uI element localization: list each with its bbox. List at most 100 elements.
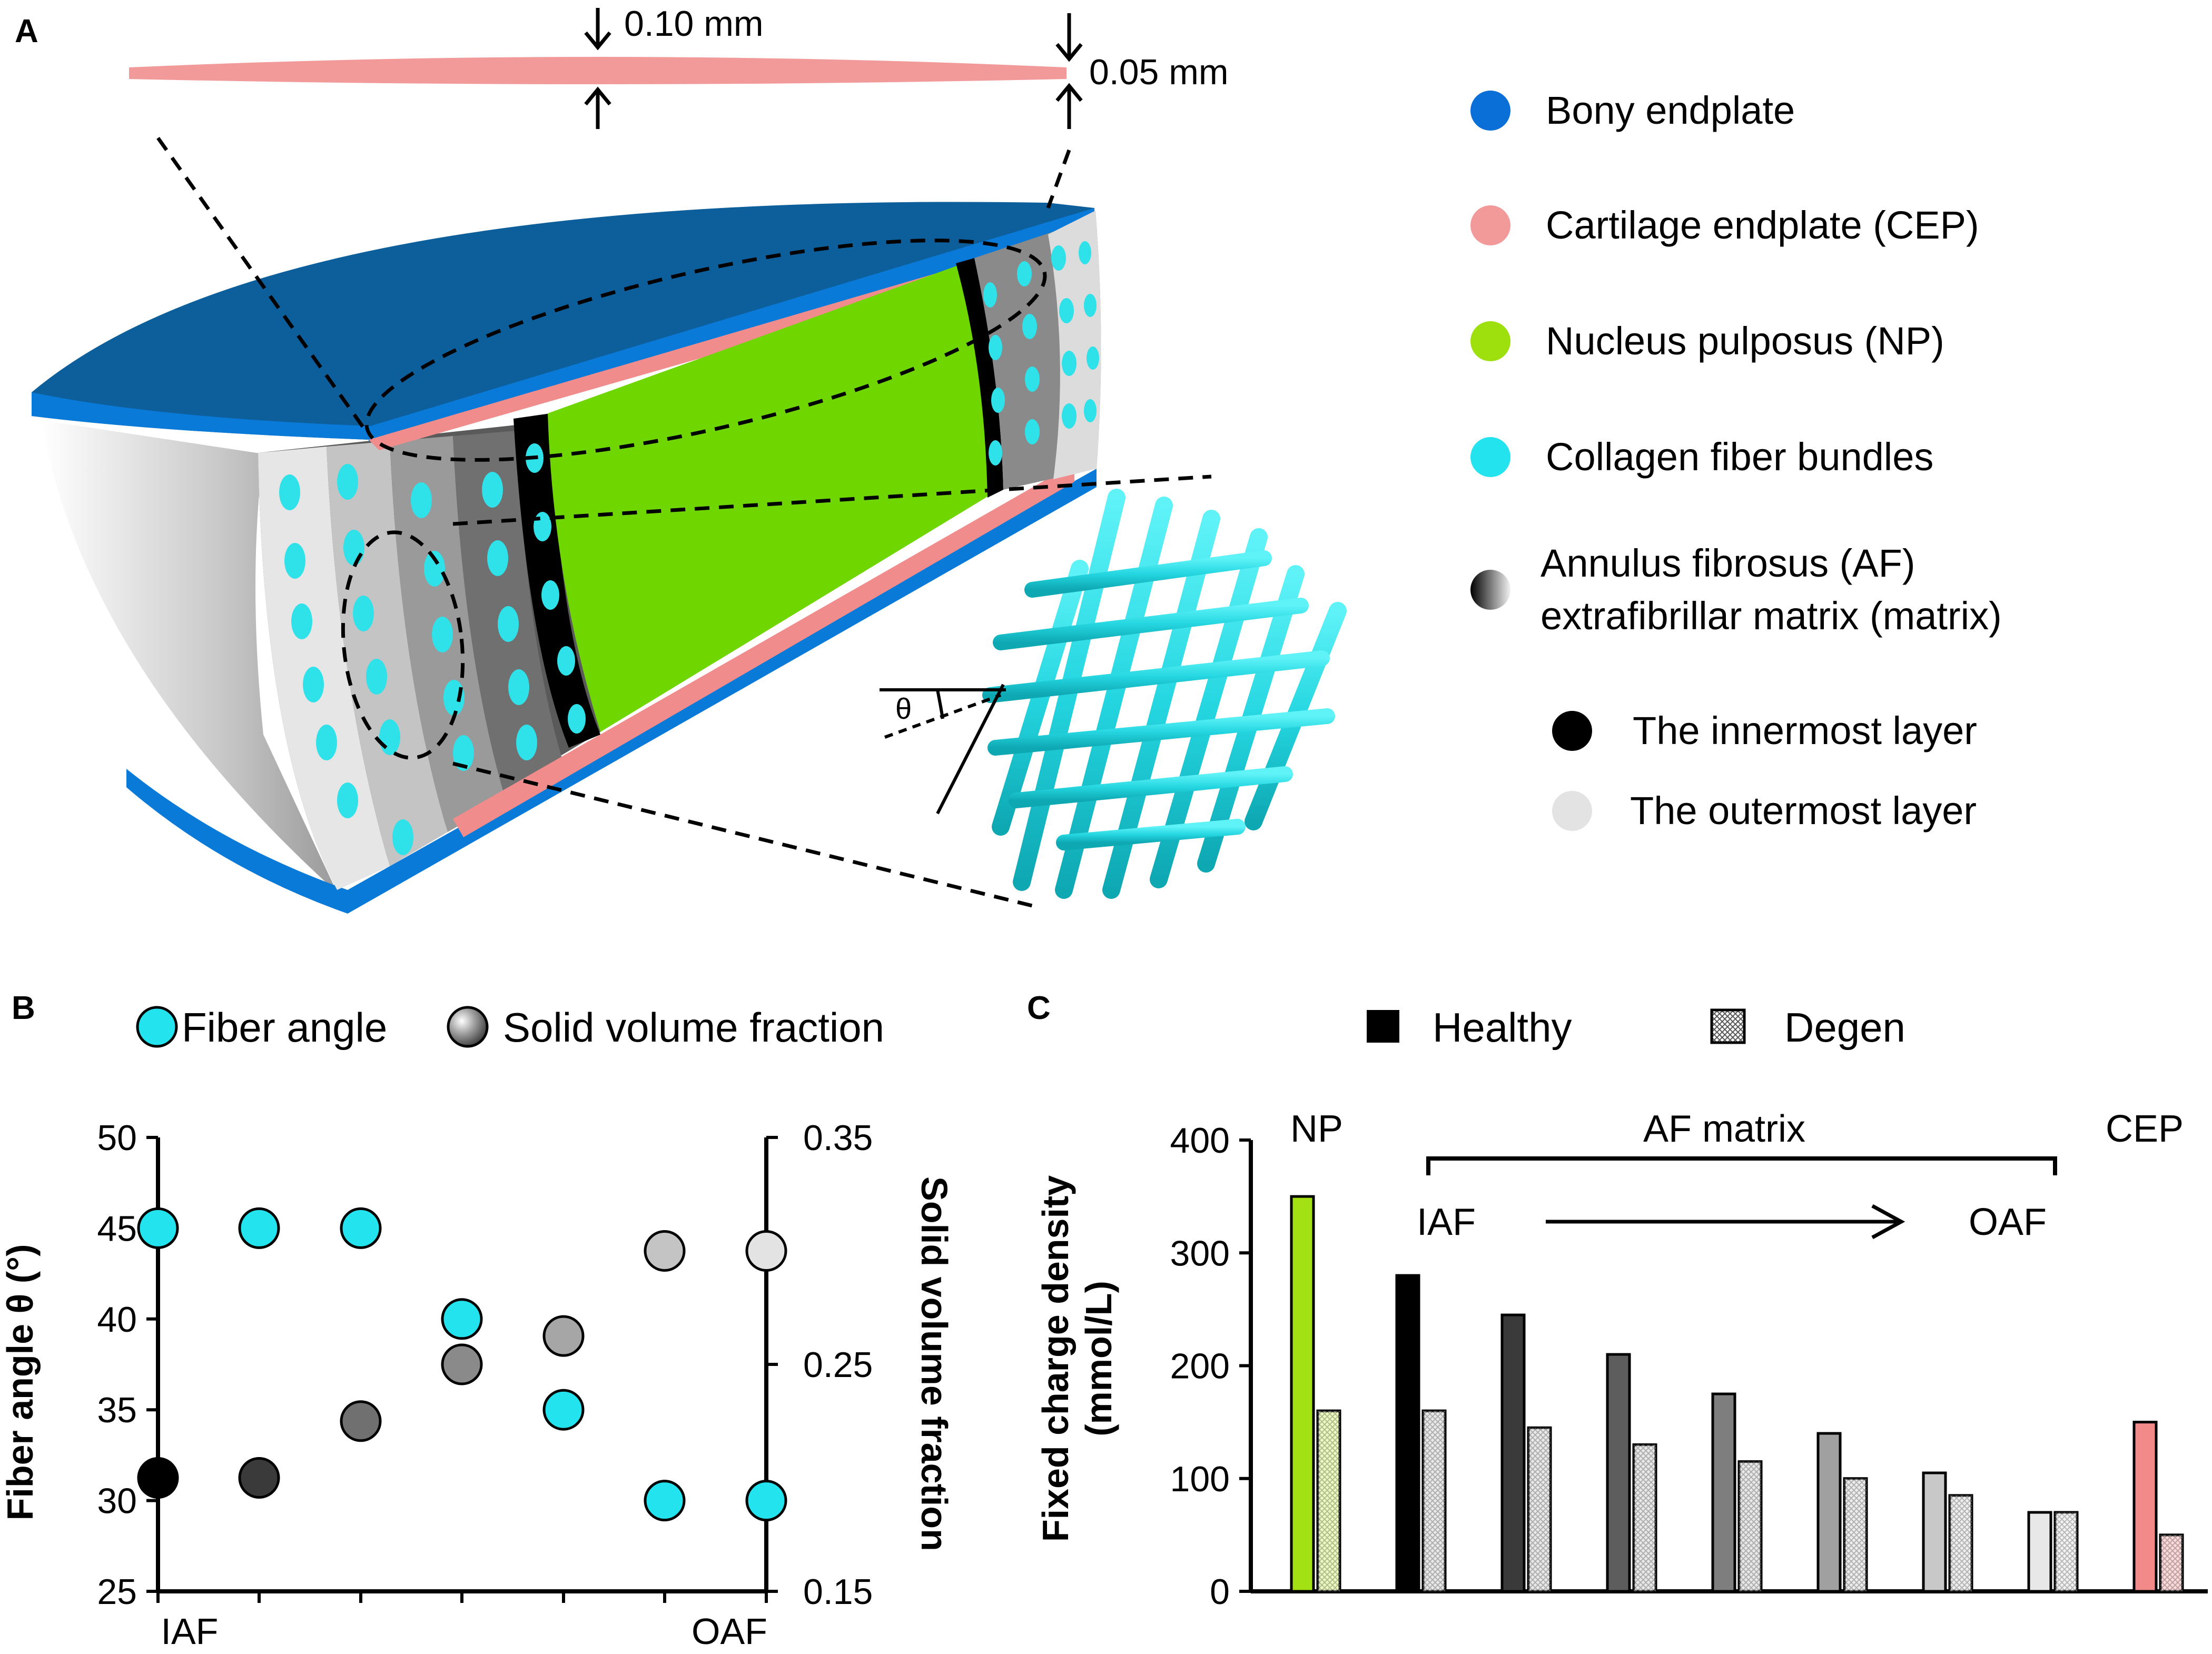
- legend-swatch-fiber: [1470, 437, 1510, 477]
- healthy-bar: [1816, 1432, 1842, 1593]
- panel-label-b: B: [12, 990, 35, 1026]
- b-y2tick-label: 0.25: [803, 1345, 873, 1385]
- cep-top: [369, 234, 1069, 450]
- legend-svf-label: Solid volume fraction: [503, 1004, 884, 1051]
- fiber-bundle-dots: [279, 241, 1099, 855]
- b-ytick-label: 30: [97, 1481, 137, 1521]
- c-ytick-label: 200: [1170, 1346, 1230, 1386]
- fiber-mesh: [982, 489, 1347, 899]
- legend-swatch-cep: [1470, 205, 1510, 245]
- dimension-arrows: [584, 8, 1083, 129]
- cep-profile: [129, 57, 1066, 84]
- legend-fiber-angle-marker: [136, 1006, 178, 1048]
- degen-bar-hatch: [1634, 1444, 1656, 1591]
- legend-swatch-innermost: [1552, 711, 1592, 751]
- c-ytick-label: 0: [1210, 1572, 1230, 1612]
- theta-angle: [880, 684, 1006, 815]
- legend-healthy-label: Healthy: [1433, 1004, 1572, 1051]
- legend-swatch-af: [1470, 570, 1510, 610]
- annotation-oaf: OAF: [1969, 1201, 2047, 1243]
- annotation-np: NP: [1290, 1108, 1343, 1150]
- solid-volume-fraction-point: [441, 1343, 483, 1385]
- legend-label-bony: Bony endplate: [1546, 88, 1795, 132]
- degen-bar-hatch: [1528, 1428, 1551, 1591]
- c-ytick-label: 100: [1170, 1459, 1230, 1499]
- b-y2tick-label: 0.35: [803, 1118, 873, 1158]
- healthy-bar: [1395, 1274, 1420, 1593]
- c-ytick-label: 300: [1170, 1233, 1230, 1273]
- legend-swatch-bony: [1470, 91, 1510, 131]
- b-ytick-label: 40: [97, 1300, 137, 1340]
- fiber-angle-point: [441, 1298, 483, 1340]
- legend-healthy-swatch: [1367, 1010, 1399, 1043]
- panel-label-c: C: [1027, 990, 1051, 1026]
- degen-bar-hatch: [2055, 1512, 2077, 1591]
- degen-bar-hatch: [2160, 1534, 2183, 1591]
- legend-degen-label: Degen: [1784, 1004, 1905, 1051]
- c-ylabel-line2: (mmol/L): [1078, 1281, 1119, 1437]
- healthy-bar: [1500, 1313, 1526, 1593]
- solid-volume-fraction-point: [238, 1457, 280, 1499]
- bony-endplate-top: [32, 202, 1094, 440]
- b-xtick-label-oaf: OAF: [692, 1611, 767, 1652]
- legend-label-np: Nucleus pulposus (NP): [1546, 319, 1944, 363]
- panel-c: C Healthy Degen Fixed charge density (mm…: [1027, 990, 2208, 1612]
- solid-volume-fraction-point: [745, 1230, 787, 1272]
- legend-label-af-line2: extrafibrillar matrix (matrix): [1540, 594, 2002, 638]
- b-y2tick-label: 0.15: [803, 1572, 873, 1612]
- b-xtick-label-iaf: IAF: [161, 1611, 219, 1652]
- legend-fiber-angle-label: Fiber angle: [182, 1004, 387, 1051]
- legend-label-af: Annulus fibrosus (AF): [1540, 541, 1915, 585]
- annotation-iaf: IAF: [1417, 1201, 1476, 1243]
- fiber-angle-point: [644, 1480, 686, 1522]
- b-ylabel-right: Solid volume fraction: [914, 1176, 955, 1551]
- panel-b: B Fiber angle Solid volume fraction Fibe…: [0, 990, 955, 1652]
- degen-bar-hatch: [1739, 1461, 1761, 1591]
- callout-lines: [156, 136, 1212, 908]
- c-ylabel-line1: Fixed charge density: [1035, 1175, 1076, 1542]
- healthy-bar: [1711, 1392, 1736, 1593]
- legend-degen-swatch: [1710, 1008, 1746, 1044]
- af-ring-innermost: [514, 413, 600, 748]
- theta-label: θ: [895, 692, 912, 725]
- legend-swatch-np: [1470, 321, 1510, 361]
- panel-b-legend: Fiber angle Solid volume fraction: [136, 1004, 884, 1051]
- legend-label-fiber: Collagen fiber bundles: [1546, 435, 1933, 479]
- iaf-to-oaf-arrowhead: [1871, 1204, 1905, 1240]
- degen-bar-hatch: [1844, 1478, 1867, 1591]
- fiber-angle-point: [340, 1207, 382, 1249]
- bar-chart: 0 100 200 300 400: [1170, 1121, 2208, 1612]
- legend-label-cep: Cartilage endplate (CEP): [1546, 203, 1979, 247]
- cep-bottom: [453, 463, 1074, 837]
- af-matrix-bracket: [1426, 1156, 2057, 1175]
- panel-a-legend: Bony endplate Cartilage endplate (CEP) N…: [1470, 88, 2002, 833]
- annotation-cep: CEP: [2106, 1108, 2184, 1150]
- fiber-angle-point: [542, 1389, 585, 1431]
- b-ytick-label: 35: [97, 1390, 137, 1430]
- disc-outer-surface: [41, 420, 337, 893]
- legend-svf-marker: [447, 1006, 489, 1048]
- panel-label-a: A: [15, 13, 38, 49]
- solid-volume-fraction-point: [137, 1457, 179, 1499]
- degen-bar-hatch: [1423, 1411, 1445, 1591]
- fiber-angle-point: [745, 1480, 787, 1522]
- panel-a: A 0.10 mm 0.05 mm: [15, 4, 2002, 914]
- solid-volume-fraction-point: [644, 1230, 686, 1272]
- healthy-bar: [1606, 1353, 1631, 1593]
- fiber-angle-point: [137, 1207, 179, 1249]
- panel-c-legend: Healthy Degen: [1367, 1004, 1905, 1051]
- degen-bar-hatch: [1318, 1411, 1340, 1591]
- dim-edge-label: 0.05 mm: [1089, 52, 1229, 92]
- solid-volume-fraction-point: [340, 1400, 382, 1442]
- healthy-bar: [2027, 1511, 2052, 1593]
- healthy-bar: [1290, 1195, 1315, 1593]
- c-ytick-label: 400: [1170, 1121, 1230, 1161]
- b-ytick-label: 50: [97, 1118, 137, 1158]
- healthy-bar: [2132, 1421, 2158, 1593]
- b-ytick-label: 25: [97, 1572, 137, 1612]
- bony-endplate-top-rim: [32, 392, 384, 440]
- fiber-angle-point: [238, 1207, 280, 1249]
- legend-label-innermost: The innermost layer: [1633, 709, 1977, 752]
- dim-center-label: 0.10 mm: [624, 4, 764, 44]
